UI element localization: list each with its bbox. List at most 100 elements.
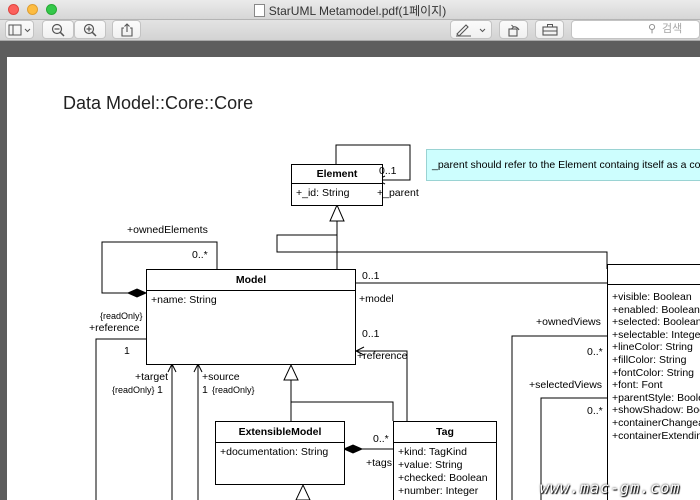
- role-label: +ownedElements: [127, 224, 208, 236]
- class-attrs: +documentation: String: [216, 443, 344, 459]
- attr: +value: String: [398, 459, 463, 471]
- class-element: Element +_id: String: [291, 164, 383, 206]
- multiplicity-label: 1: [124, 345, 130, 357]
- multiplicity-label: 1: [157, 384, 163, 396]
- attr: +_id: String: [296, 187, 350, 199]
- constraint-label: {readOnly}: [212, 385, 255, 395]
- multiplicity-label: 0..1: [362, 270, 380, 282]
- watermark: www.mac-gm.com: [540, 479, 681, 497]
- reference-association-right: [356, 350, 408, 422]
- tag-generalization-line: [291, 401, 394, 421]
- owned-elements-diamond: [126, 288, 148, 298]
- minimize-button[interactable]: [27, 4, 38, 15]
- role-label: +target: [135, 371, 168, 383]
- role-label: +selectedViews: [529, 379, 603, 391]
- toolbox-icon: [541, 24, 558, 36]
- attr: +showShadow: Boolean: [612, 404, 700, 417]
- class-tag: Tag +kind: TagKind +value: String +check…: [393, 421, 497, 500]
- search-placeholder: 검색: [662, 23, 683, 35]
- attr: +selectable: Integer: [612, 328, 700, 341]
- multiplicity-label: 0..*: [587, 346, 603, 358]
- class-view: +visible: Boolean +enabled: Boolean +sel…: [607, 264, 700, 500]
- class-attrs: +visible: Boolean +enabled: Boolean +sel…: [608, 285, 700, 442]
- rotate-icon: [507, 24, 520, 37]
- constraint-label: {readOnly}: [100, 311, 143, 321]
- class-name: [608, 265, 700, 285]
- attr: +font: Font: [612, 379, 663, 392]
- sidebar-icon: [8, 24, 30, 36]
- search-icon: ⚲: [648, 23, 657, 35]
- owned-elements-association: [101, 241, 218, 294]
- class-name: Tag: [394, 422, 496, 443]
- attr: +documentation: String: [220, 446, 329, 458]
- class-name: Element: [292, 165, 382, 184]
- class-model: Model +name: String: [146, 269, 356, 365]
- class-name: ExtensibleModel: [216, 422, 344, 443]
- attr: +containerChangeable: [612, 416, 700, 429]
- pdf-page[interactable]: Data Model::Core::Core: [7, 57, 700, 500]
- role-label: +tags: [366, 457, 392, 469]
- close-button[interactable]: [8, 4, 19, 15]
- attr: +enabled: Boolean: [612, 303, 700, 316]
- multiplicity-label: 0..*: [192, 249, 208, 261]
- multiplicity-label: 0..1: [362, 328, 380, 340]
- multiplicity-label: 0..1: [379, 165, 397, 177]
- page-title: Data Model::Core::Core: [63, 93, 254, 113]
- multiplicity-label: 0..*: [373, 433, 389, 445]
- attr: +parentStyle: Boolean: [612, 391, 700, 404]
- note-parent: _parent should refer to the Element cont…: [426, 149, 700, 181]
- owned-views-association: [511, 335, 607, 500]
- uml-connectors: [95, 144, 608, 500]
- reference-association-left: [95, 338, 146, 500]
- toolbox-button[interactable]: [535, 20, 564, 39]
- attr: +checked: Boolean: [398, 472, 488, 484]
- extensible-model-child-triangle: [295, 483, 311, 500]
- attr: +number: Integer: [398, 485, 479, 497]
- rotate-button[interactable]: [499, 20, 528, 39]
- window-controls: [8, 4, 57, 15]
- class-attrs: +name: String: [147, 291, 355, 307]
- zoom-in-button[interactable]: [74, 20, 106, 39]
- pdf-document-icon: [253, 4, 265, 17]
- role-label: +reference: [89, 322, 140, 334]
- attr: +containerExtending: [612, 429, 700, 442]
- search-field[interactable]: ⚲ 검색: [571, 20, 700, 39]
- attr: +fontColor: String: [612, 366, 695, 379]
- share-button[interactable]: [112, 20, 141, 39]
- title-bar: StarUML Metamodel.pdf(1페이지): [0, 0, 700, 20]
- class-extensible-model: ExtensibleModel +documentation: String: [215, 421, 345, 485]
- model-generalization-triangle: [283, 363, 299, 381]
- pen-icon: [456, 24, 486, 37]
- parent-self-association: [335, 144, 411, 181]
- class-attrs: +_id: String: [292, 184, 382, 200]
- role-label: +ownedViews: [536, 316, 601, 328]
- role-label: +source: [202, 371, 240, 383]
- zoom-button[interactable]: [46, 4, 57, 15]
- attr: +name: String: [151, 294, 217, 306]
- class-name: Model: [147, 270, 355, 291]
- toolbar: ⚲ 검색: [0, 20, 700, 41]
- constraint-label: {readOnly}: [112, 385, 155, 395]
- multiplicity-label: 0..*: [587, 405, 603, 417]
- attr: +lineColor: String: [612, 341, 693, 354]
- zoom-out-icon: [51, 23, 65, 37]
- role-label: +_parent: [377, 187, 419, 199]
- attr: +visible: Boolean: [612, 291, 692, 303]
- window-title: StarUML Metamodel.pdf(1페이지): [0, 2, 700, 19]
- reference-arrowhead-right: [354, 346, 365, 356]
- attr: +fillColor: String: [612, 353, 687, 366]
- role-label: +reference: [357, 350, 408, 362]
- view-generalization-line: [276, 234, 608, 269]
- selected-views-association: [540, 397, 607, 500]
- attr: +kind: TagKind: [398, 446, 467, 458]
- attr: +selected: Boolean: [612, 316, 700, 329]
- sidebar-toggle-button[interactable]: [5, 20, 34, 39]
- role-label: +model: [359, 293, 394, 305]
- zoom-in-icon: [83, 23, 97, 37]
- element-generalization-triangle: [329, 203, 345, 222]
- zoom-out-button[interactable]: [42, 20, 74, 39]
- share-icon: [120, 23, 133, 37]
- markup-button[interactable]: [450, 20, 492, 39]
- tags-diamond: [342, 444, 364, 454]
- multiplicity-label: 1: [202, 384, 208, 396]
